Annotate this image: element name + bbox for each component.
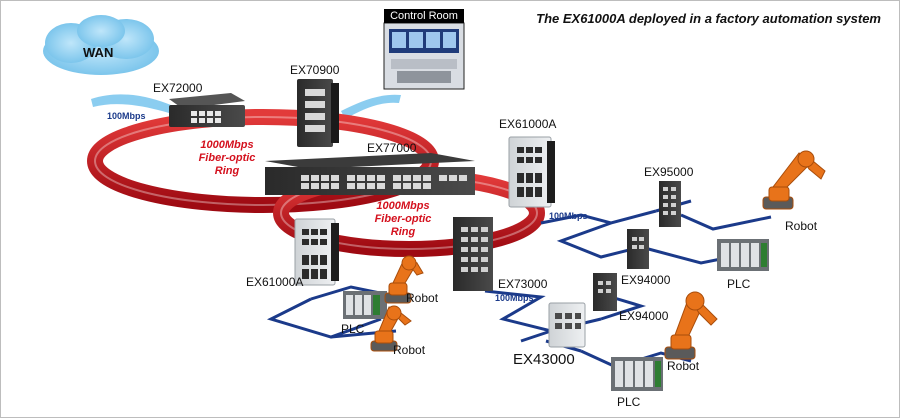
ex61000a-top-device bbox=[508, 136, 555, 208]
plc-bottom-device bbox=[611, 357, 663, 391]
plc-left-label: PLC bbox=[341, 322, 365, 336]
robot-bottom-right-image bbox=[664, 291, 718, 360]
uplink-strip bbox=[341, 94, 401, 119]
robot-left-lower-label: Robot bbox=[393, 343, 426, 357]
ex94000-right-device bbox=[627, 229, 649, 269]
diagram-title: The EX61000A deployed in a factory autom… bbox=[536, 11, 881, 26]
ex61000a-left-device bbox=[294, 218, 339, 286]
ring-1-speed: 1000Mbps bbox=[200, 139, 254, 151]
ex94000-mid-label: EX94000 bbox=[619, 309, 669, 323]
wan-label: WAN bbox=[83, 45, 114, 60]
robot-bottom-right-label: Robot bbox=[667, 359, 700, 373]
ex77000-device bbox=[265, 153, 475, 195]
ex61000a-top-label: EX61000A bbox=[499, 117, 557, 131]
ex70900-label: EX70900 bbox=[290, 63, 340, 77]
robot-left-lower-image bbox=[370, 305, 412, 352]
ex72000-device bbox=[169, 93, 245, 127]
plc-right-label: PLC bbox=[727, 277, 751, 291]
wan-link-strip bbox=[91, 94, 171, 113]
robot-left-upper-label: Robot bbox=[406, 291, 439, 305]
plc-right-device bbox=[717, 239, 769, 271]
ring-2-label: 1000Mbps Fiber-optic Ring bbox=[361, 200, 445, 239]
right-speed-label: 100Mbps bbox=[549, 211, 588, 221]
ex77000-label: EX77000 bbox=[367, 141, 417, 155]
robot-left-upper-image bbox=[384, 255, 424, 304]
ex43000-label: EX43000 bbox=[513, 351, 575, 368]
ex72000-label: EX72000 bbox=[153, 81, 203, 95]
plc-left-device bbox=[343, 291, 387, 319]
bottom-speed-label: 100Mbps bbox=[495, 293, 534, 303]
ex95000-device bbox=[659, 181, 681, 227]
ring-2-type: Fiber-optic Ring bbox=[374, 213, 432, 238]
control-room-image bbox=[383, 22, 465, 90]
ring-2-speed: 1000Mbps bbox=[376, 200, 430, 212]
ex43000-device bbox=[548, 302, 586, 348]
plc-bottom-label: PLC bbox=[617, 395, 641, 409]
ring-1-label: 1000Mbps Fiber-optic Ring bbox=[187, 139, 267, 178]
ex73000-device bbox=[453, 217, 493, 291]
control-room-label: Control Room bbox=[384, 9, 464, 23]
ex70900-device bbox=[297, 79, 339, 147]
wan-cloud bbox=[43, 15, 159, 75]
ex94000-right-label: EX94000 bbox=[621, 273, 671, 287]
ex94000-mid-device bbox=[593, 273, 617, 311]
ex61000a-left-label: EX61000A bbox=[246, 275, 304, 289]
ring-1-type: Fiber-optic Ring bbox=[198, 152, 256, 177]
wan-speed-label: 100Mbps bbox=[107, 111, 146, 121]
ex73000-label: EX73000 bbox=[498, 277, 548, 291]
robot-top-right-image bbox=[762, 150, 826, 210]
robot-top-right-label: Robot bbox=[785, 219, 818, 233]
ex95000-label: EX95000 bbox=[644, 165, 694, 179]
